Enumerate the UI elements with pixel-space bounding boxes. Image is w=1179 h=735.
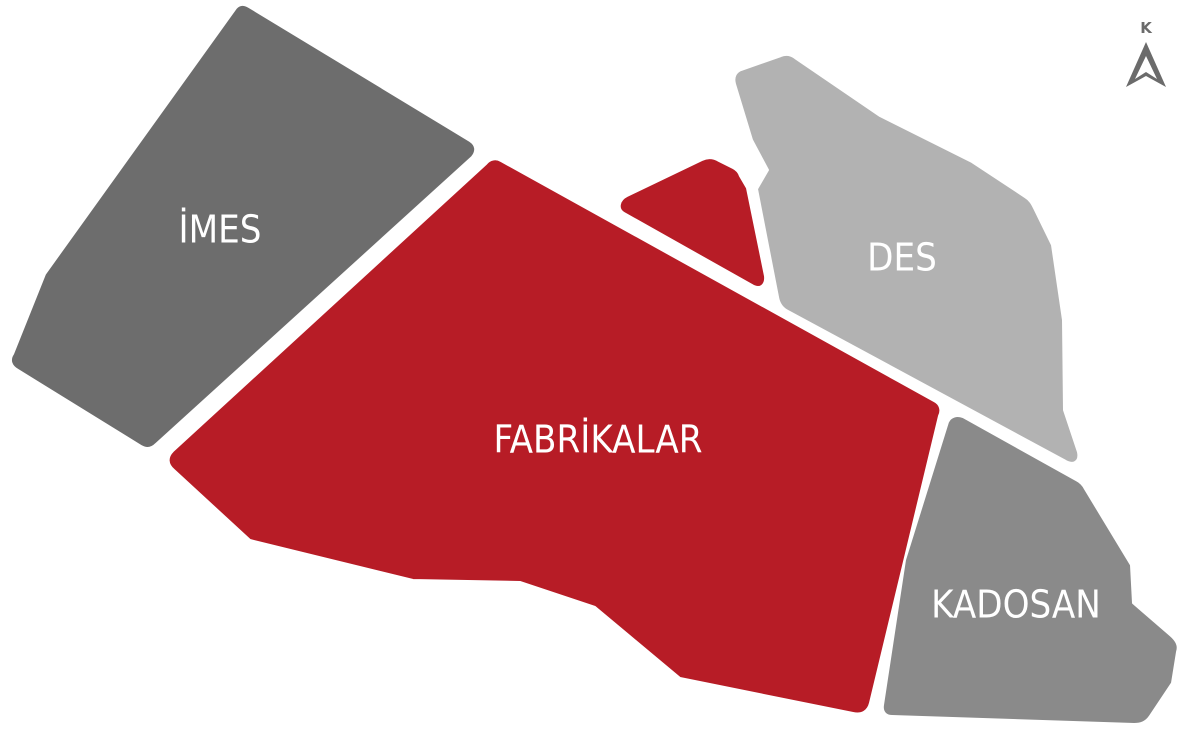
region-fabrikalar-shape[interactable] bbox=[167, 158, 942, 715]
region-kadosan-shape[interactable] bbox=[881, 415, 1179, 725]
north-arrow-letter: K bbox=[1140, 19, 1153, 37]
region-des-shape[interactable] bbox=[733, 53, 1080, 464]
region-fabrikalar-annex-shape[interactable] bbox=[618, 157, 767, 288]
region-fabrikalar-annex[interactable] bbox=[618, 157, 767, 288]
region-imes-shape[interactable] bbox=[9, 3, 477, 450]
north-arrow: K bbox=[1126, 19, 1166, 87]
north-arrow-icon bbox=[1126, 42, 1166, 87]
